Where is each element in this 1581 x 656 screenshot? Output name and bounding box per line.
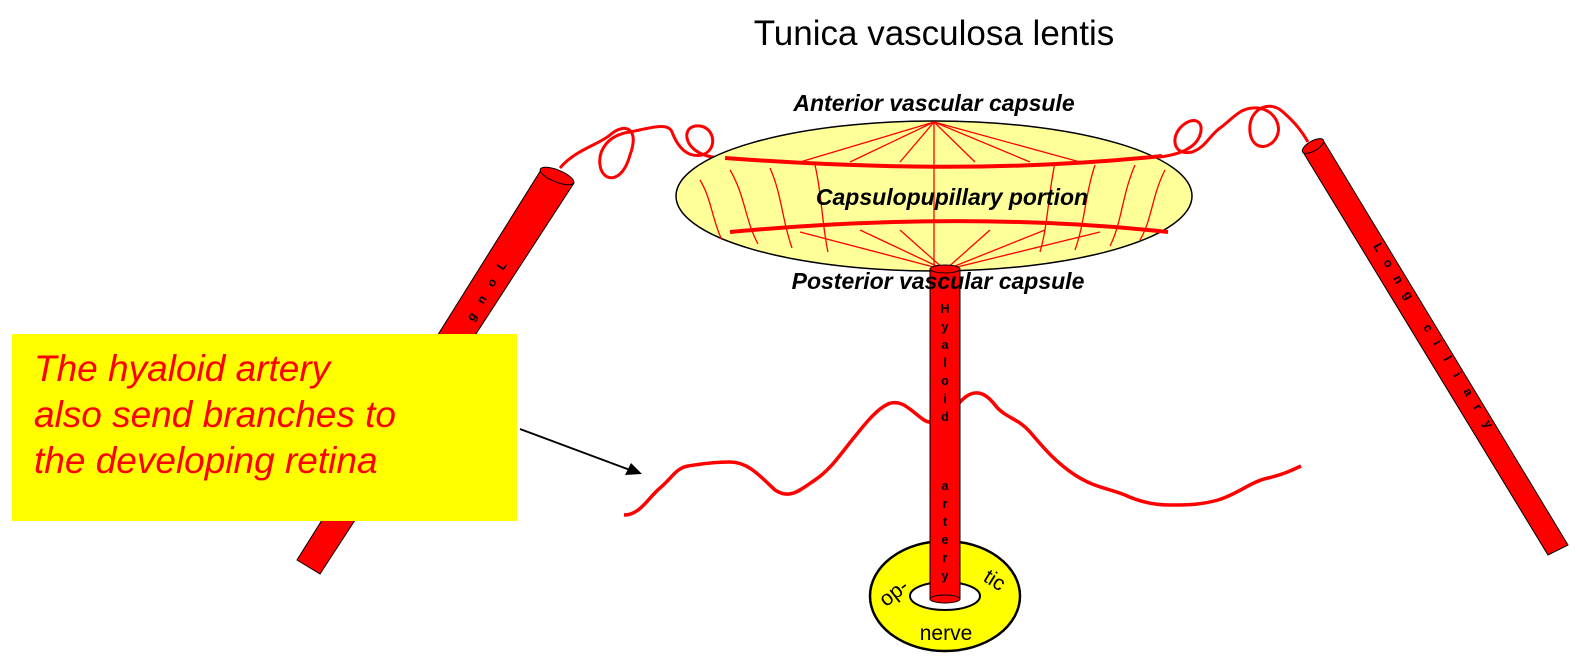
callout-box: The hyaloid artery also send branches to… [12,334,517,521]
hyaloid-letter: H [940,302,949,316]
retinal-branch-vessel [624,393,1301,515]
hyaloid-letter: r [943,551,948,565]
hyaloid-letter: a [942,479,950,493]
diagram-title: Tunica vasculosa lentis [754,14,1115,53]
callout-line: The hyaloid artery [34,346,517,392]
hyaloid-letter: y [942,320,949,334]
capsulopupillary-portion-label: Capsulopupillary portion [816,184,1088,210]
posterior-vascular-capsule-label: Posterior vascular capsule [792,268,1085,294]
callout-line: also send branches to [34,392,517,438]
hyaloid-letter: o [941,374,949,388]
hyaloid-letter: y [942,569,949,583]
hyaloid-letter: a [942,338,950,352]
callout-arrow [520,429,642,475]
anterior-vascular-capsule-label: Anterior vascular capsule [792,90,1074,116]
hyaloid-letter: d [941,410,949,424]
right-curly-vessel [1160,106,1308,157]
hyaloid-letter: i [943,392,946,406]
hyaloid-letter: r [943,497,948,511]
hyaloid-letter: e [942,533,949,547]
optic-nerve-label-nerve: nerve [920,622,973,645]
hyaloid-letter: l [943,356,946,370]
callout-line: the developing retina [34,438,517,484]
